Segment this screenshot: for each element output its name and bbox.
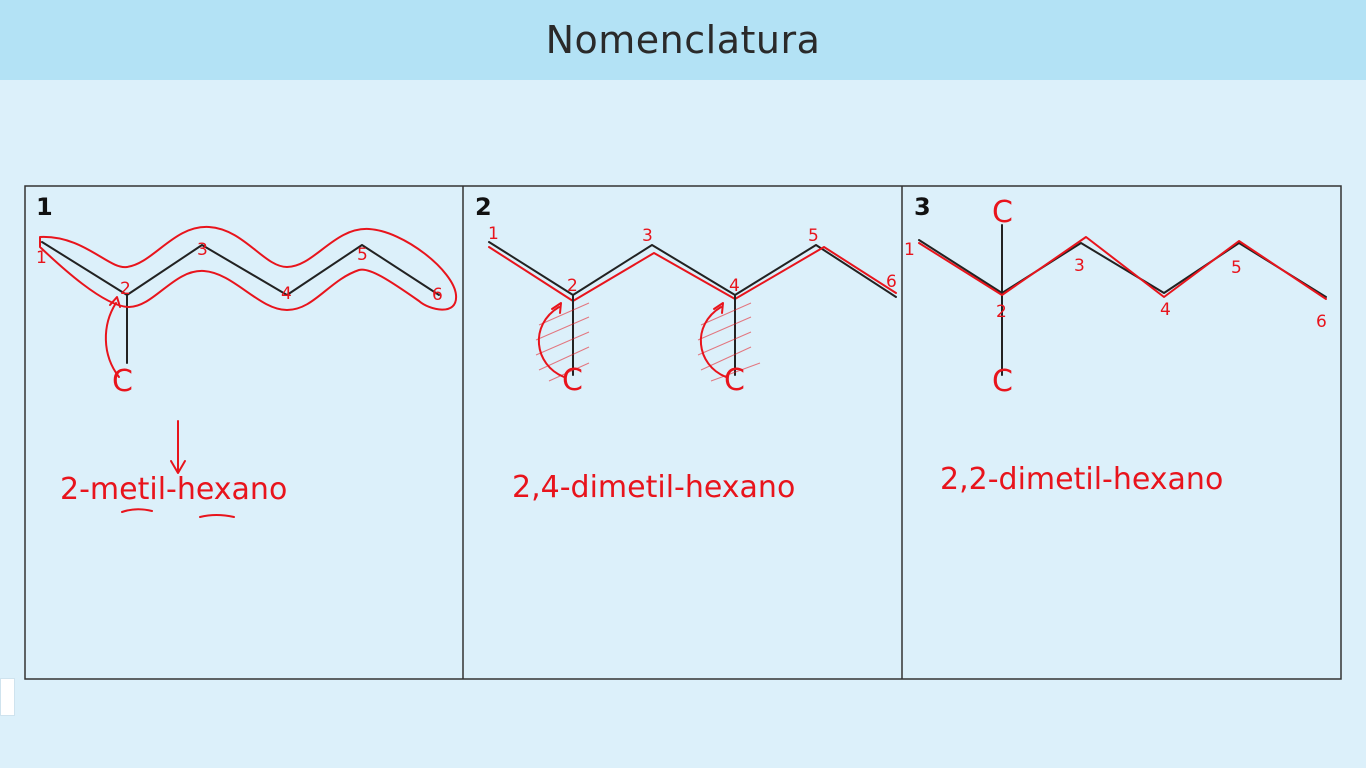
arrow-head-icon	[551, 302, 562, 314]
carbon-label: 1	[36, 248, 47, 268]
panel-number: 2	[475, 193, 492, 221]
carbon-label: 4	[1160, 300, 1171, 320]
curved-arrow	[699, 306, 727, 378]
carbon-chain	[488, 241, 897, 298]
carbon-chain	[41, 241, 440, 296]
side-tab[interactable]	[0, 678, 15, 716]
carbon-label: 5	[357, 245, 368, 265]
underline-mark	[121, 508, 153, 513]
diagram-board: 1 1 2 3 4 5 6 C 2-metil-hexano 2	[24, 185, 1342, 680]
carbon-label: 1	[904, 240, 915, 260]
carbon-label: 3	[642, 226, 653, 246]
carbon-label: 6	[432, 285, 443, 305]
substituent-carbon: C	[992, 195, 1013, 230]
header-bar: Nomenclatura	[0, 0, 1366, 80]
panel-number: 3	[914, 193, 931, 221]
carbon-label: 3	[1074, 256, 1085, 276]
substituent-carbon: C	[562, 363, 583, 398]
arrow-head-icon	[170, 460, 186, 474]
carbon-label: 6	[886, 272, 897, 292]
compound-name: 2,4-dimetil-hexano	[512, 470, 795, 505]
underline-mark	[199, 514, 235, 518]
arrow-head-icon	[713, 302, 724, 314]
carbon-label: 2	[567, 276, 578, 296]
panel-1: 1 1 2 3 4 5 6 C 2-metil-hexano	[36, 193, 458, 518]
compound-name: 2,2-dimetil-hexano	[940, 462, 1223, 497]
carbon-label: 4	[729, 276, 740, 296]
page-title: Nomenclatura	[545, 18, 821, 62]
carbon-label: 5	[1231, 258, 1242, 278]
substituent-carbon: C	[992, 364, 1013, 399]
main-chain-outline	[918, 236, 1327, 300]
curved-arrow	[104, 302, 120, 378]
curved-arrow	[537, 306, 565, 378]
carbon-chain	[918, 239, 1327, 298]
panel-number: 1	[36, 193, 53, 221]
carbon-label: 2	[996, 302, 1007, 322]
main-chain-outline	[39, 225, 458, 311]
substituent-carbon: C	[112, 364, 133, 399]
carbon-label: 1	[488, 224, 499, 244]
carbon-label: 2	[120, 279, 131, 299]
panel-3: 3 1 2 3 4 5 6 C C 2,2-dimetil-hexano	[904, 193, 1327, 497]
arrow-head-icon	[109, 296, 121, 308]
carbon-label: 4	[281, 284, 292, 304]
carbon-label: 3	[197, 240, 208, 260]
substituent-carbon: C	[724, 363, 745, 398]
compound-name: 2-metil-hexano	[60, 472, 287, 507]
panel-2: 2 1 2 3 4 5 6 C C 2	[475, 193, 897, 505]
main-chain-outline	[488, 246, 897, 302]
carbon-label: 6	[1316, 312, 1327, 332]
board-frame	[24, 185, 1342, 680]
carbon-label: 5	[808, 226, 819, 246]
